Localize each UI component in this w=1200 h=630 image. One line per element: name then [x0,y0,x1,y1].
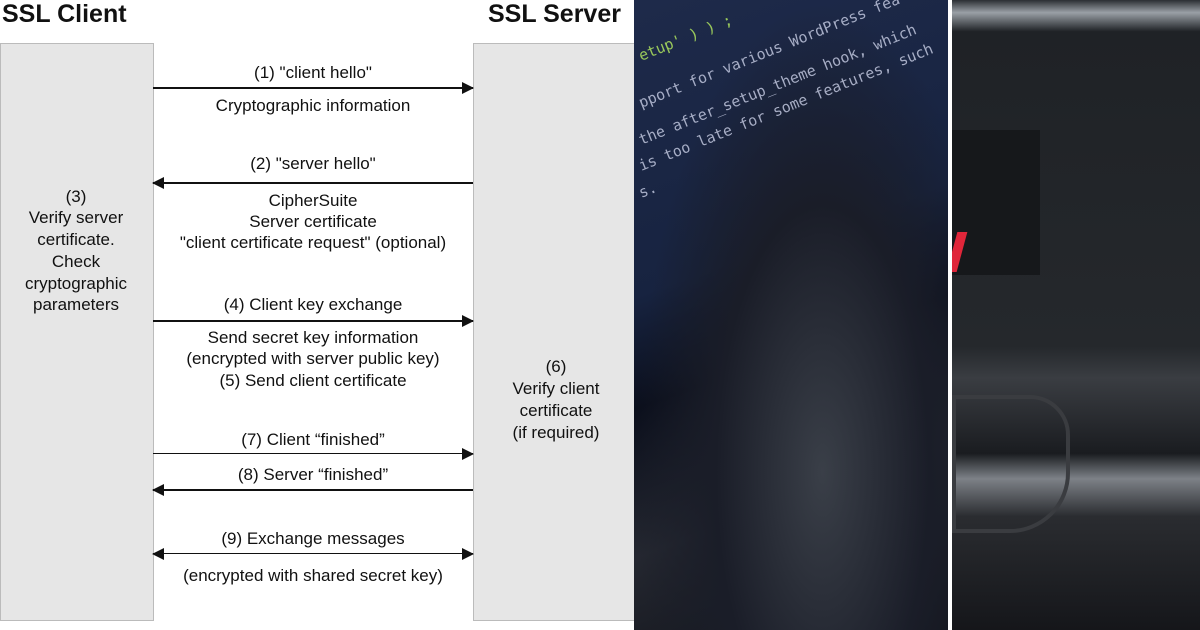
message-detail: (5) Send client certificate [219,371,407,390]
glasses-frame [952,395,1070,533]
message-detail: "client certificate request" (optional) [179,233,447,252]
client-note-line: Check [51,252,101,271]
server-lifeline [473,43,636,621]
message-detail: Server certificate [249,212,377,231]
arrowhead-icon [462,548,474,560]
arrowhead-icon [462,315,474,327]
code-line: is too late for some features, such [636,39,936,175]
laptop-code-photo: etup' ) ) ; pport for various WordPress … [634,0,948,630]
arrow-client-to-server [153,82,474,94]
client-note-line: certificate. [37,230,115,249]
client-note-line: cryptographic [24,274,128,293]
message-detail: Send secret key information [207,328,419,347]
client-note-line: (3) [65,187,87,206]
arrowhead-icon [152,548,164,560]
server-note-line: (if required) [512,423,600,442]
client-title: SSL Client [2,0,127,28]
client-note-line: Verify server [28,208,124,227]
monitor-glasses-photo [952,0,1200,630]
arrow-bidirectional [152,548,474,560]
message-label: (7) Client “finished” [241,430,385,449]
arrow-server-to-client [152,177,473,189]
message-label: (8) Server “finished” [237,465,389,484]
message-label: (4) Client key exchange [223,295,403,314]
client-lifeline [0,43,154,621]
arrowhead-icon [152,484,164,496]
code-line: etup' ) ) ; [636,10,735,65]
message-label: (1) "client hello" [254,63,372,82]
message-label: (9) Exchange messages [221,529,405,548]
code-line: s. [636,178,660,202]
message-detail: Cryptographic information [215,96,411,115]
arrowhead-icon [462,82,474,94]
server-note-line: (6) [545,357,567,376]
message-detail: (encrypted with server public key) [186,349,440,368]
arrowhead-icon [462,448,474,460]
message-detail: (encrypted with shared secret key) [183,566,443,585]
arrowhead-icon [152,177,164,189]
message-detail: CipherSuite [268,191,358,210]
server-note-line: certificate [519,401,593,420]
arrow-server-to-client [152,484,473,496]
arrow-client-to-server [153,448,474,460]
arrow-client-to-server [153,315,474,327]
dark-panel [952,130,1040,275]
server-title: SSL Server [488,0,621,28]
server-note-line: Verify client [512,379,600,398]
message-label: (2) "server hello" [250,154,376,173]
client-note-line: parameters [33,295,119,314]
